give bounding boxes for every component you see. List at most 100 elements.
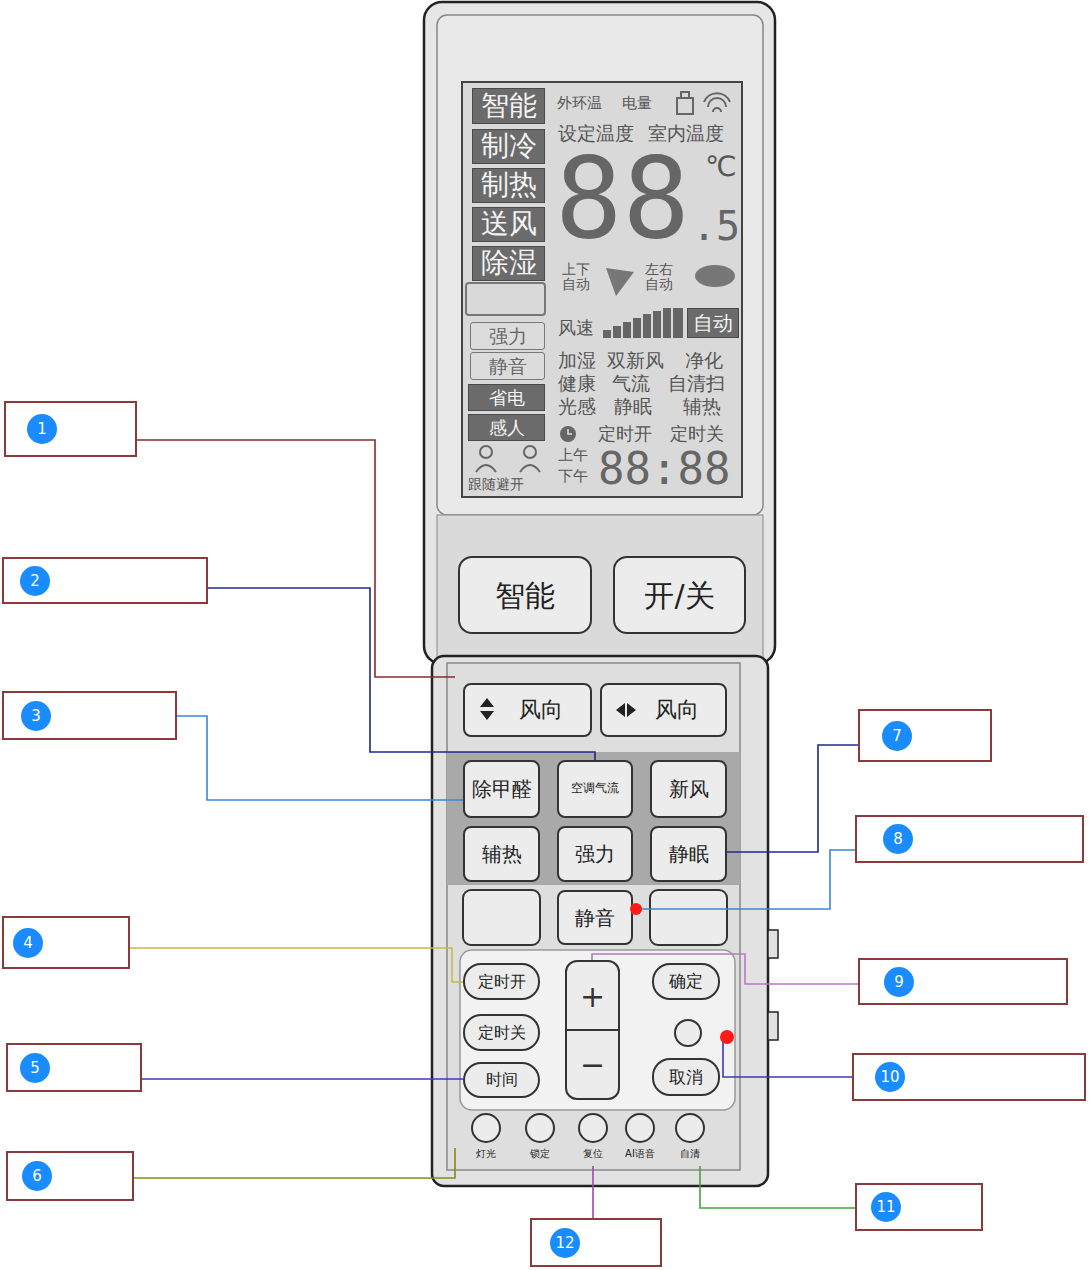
button-label: 静眠 xyxy=(669,843,709,865)
button-label: 风向 xyxy=(519,698,563,722)
button-circle xyxy=(625,1113,655,1143)
remote-button: 空调气流 xyxy=(557,760,633,818)
callout-number: 5 xyxy=(20,1053,50,1083)
button-label: 制冷 xyxy=(481,131,537,162)
small-round-button: 复位 xyxy=(569,1112,617,1166)
person-icon xyxy=(520,465,540,472)
callout-number: 10 xyxy=(875,1062,905,1092)
lcd-text: ℃ xyxy=(705,152,736,183)
lcd-text: 自清扫 xyxy=(668,373,725,394)
lcd-text: 定时开 xyxy=(598,424,652,444)
remote-lower-housing xyxy=(432,656,768,1186)
callout-number: 11 xyxy=(855,1183,983,1231)
button-label: 空调气流 xyxy=(571,782,619,795)
callout-number: 7 xyxy=(882,721,912,751)
small-round-button: AI语音 xyxy=(616,1112,664,1166)
button-label: 感人 xyxy=(489,418,525,438)
button-label: 定时关 xyxy=(478,1024,526,1042)
button-label: 风向 xyxy=(655,698,699,722)
remote-button: 强力 xyxy=(557,826,633,882)
remote-button: 开/关 xyxy=(613,556,746,634)
fan-bar xyxy=(643,314,651,338)
callout-number: 3 xyxy=(2,691,177,740)
callout-number: 2 xyxy=(20,566,50,596)
lcd-text: 健康 xyxy=(558,373,596,394)
button-label: 确定 xyxy=(669,972,703,991)
small-round-button: 灯光 xyxy=(462,1112,510,1166)
main-button-band xyxy=(437,515,763,660)
button-label: − xyxy=(580,1030,605,1098)
lcd-empty-box xyxy=(466,283,545,315)
button-label: 除湿 xyxy=(481,248,537,279)
callout-number: 8 xyxy=(855,815,1084,863)
button-label: 新风 xyxy=(669,778,709,800)
button-label: 灯光 xyxy=(476,1148,496,1159)
remote-button: 定时关 xyxy=(463,1014,540,1051)
fan-bar xyxy=(613,326,621,338)
person-icon xyxy=(524,446,536,458)
clock-icon xyxy=(560,426,576,442)
button-label: 取消 xyxy=(669,1068,703,1087)
temperature-rocker: +− xyxy=(565,960,620,1100)
callout-number: 3 xyxy=(21,701,51,731)
lcd-text: 88 xyxy=(555,142,690,254)
callout-number: 4 xyxy=(2,916,130,969)
callout-number: 9 xyxy=(858,958,1068,1005)
callout-number: 8 xyxy=(883,824,913,854)
lcd-text: 加湿 xyxy=(558,350,596,371)
clock-face xyxy=(560,426,576,442)
callout-number: 10 xyxy=(852,1053,1086,1101)
fan-bar xyxy=(673,308,683,338)
button-label: 时间 xyxy=(486,1071,518,1089)
lcd-text: 下午 xyxy=(558,468,588,485)
lcd-text: 上下自动 xyxy=(562,262,590,293)
button-circle xyxy=(525,1113,555,1143)
remote-button: 辅热 xyxy=(463,826,540,882)
button-label: 静音 xyxy=(575,907,615,929)
marker-dot xyxy=(720,1030,734,1044)
lcd-segment: 静音 xyxy=(470,352,545,380)
left-right-arrow-icon xyxy=(616,703,636,717)
button-label: 静音 xyxy=(489,356,527,377)
remote-button: 定时开 xyxy=(463,963,540,1000)
button-label: 送风 xyxy=(481,209,537,240)
button-label: 自清 xyxy=(680,1148,700,1159)
button-label: 制热 xyxy=(481,170,537,201)
leader-line xyxy=(700,1166,855,1208)
lock-icon xyxy=(677,98,693,114)
lcd-segment: 自动 xyxy=(687,308,739,338)
lcd-text: 左右自动 xyxy=(645,262,673,293)
fan-bar xyxy=(603,330,611,338)
lcd-text: 辅热 xyxy=(683,396,721,417)
blank-button xyxy=(463,890,540,945)
lcd-mode-segment: 制热 xyxy=(472,168,545,203)
remote-button: 确定 xyxy=(652,963,720,1000)
callout-number: 9 xyxy=(884,967,914,997)
remote-button: 除甲醛 xyxy=(463,760,540,818)
button-label: + xyxy=(580,962,605,1030)
screen-frame xyxy=(437,15,763,515)
lcd-segment: 强力 xyxy=(470,322,545,350)
lcd-text: 光感 xyxy=(558,396,596,417)
lock-icon xyxy=(681,92,689,98)
callout-number: 1 xyxy=(4,401,137,457)
lcd-text: 气流 xyxy=(612,373,650,394)
horizontal-swing-icon xyxy=(695,265,735,287)
lcd-text: .5 xyxy=(692,206,740,246)
remote-button: 静眠 xyxy=(650,826,727,882)
button-label: 锁定 xyxy=(530,1148,550,1159)
leader-line xyxy=(134,1148,455,1178)
lcd-segment: 感人 xyxy=(468,414,545,441)
leader-line xyxy=(727,745,858,852)
wifi-icon xyxy=(704,93,730,112)
button-circle xyxy=(471,1113,501,1143)
callout-number: 2 xyxy=(2,557,208,604)
person-icons xyxy=(476,446,540,472)
leader-line xyxy=(592,954,858,984)
remote-button: 静音 xyxy=(557,890,633,945)
lcd-text: 电量 xyxy=(622,95,652,112)
callout-number: 12 xyxy=(550,1228,580,1258)
vertical-swing-icon xyxy=(606,268,634,296)
side-tab xyxy=(768,930,778,958)
